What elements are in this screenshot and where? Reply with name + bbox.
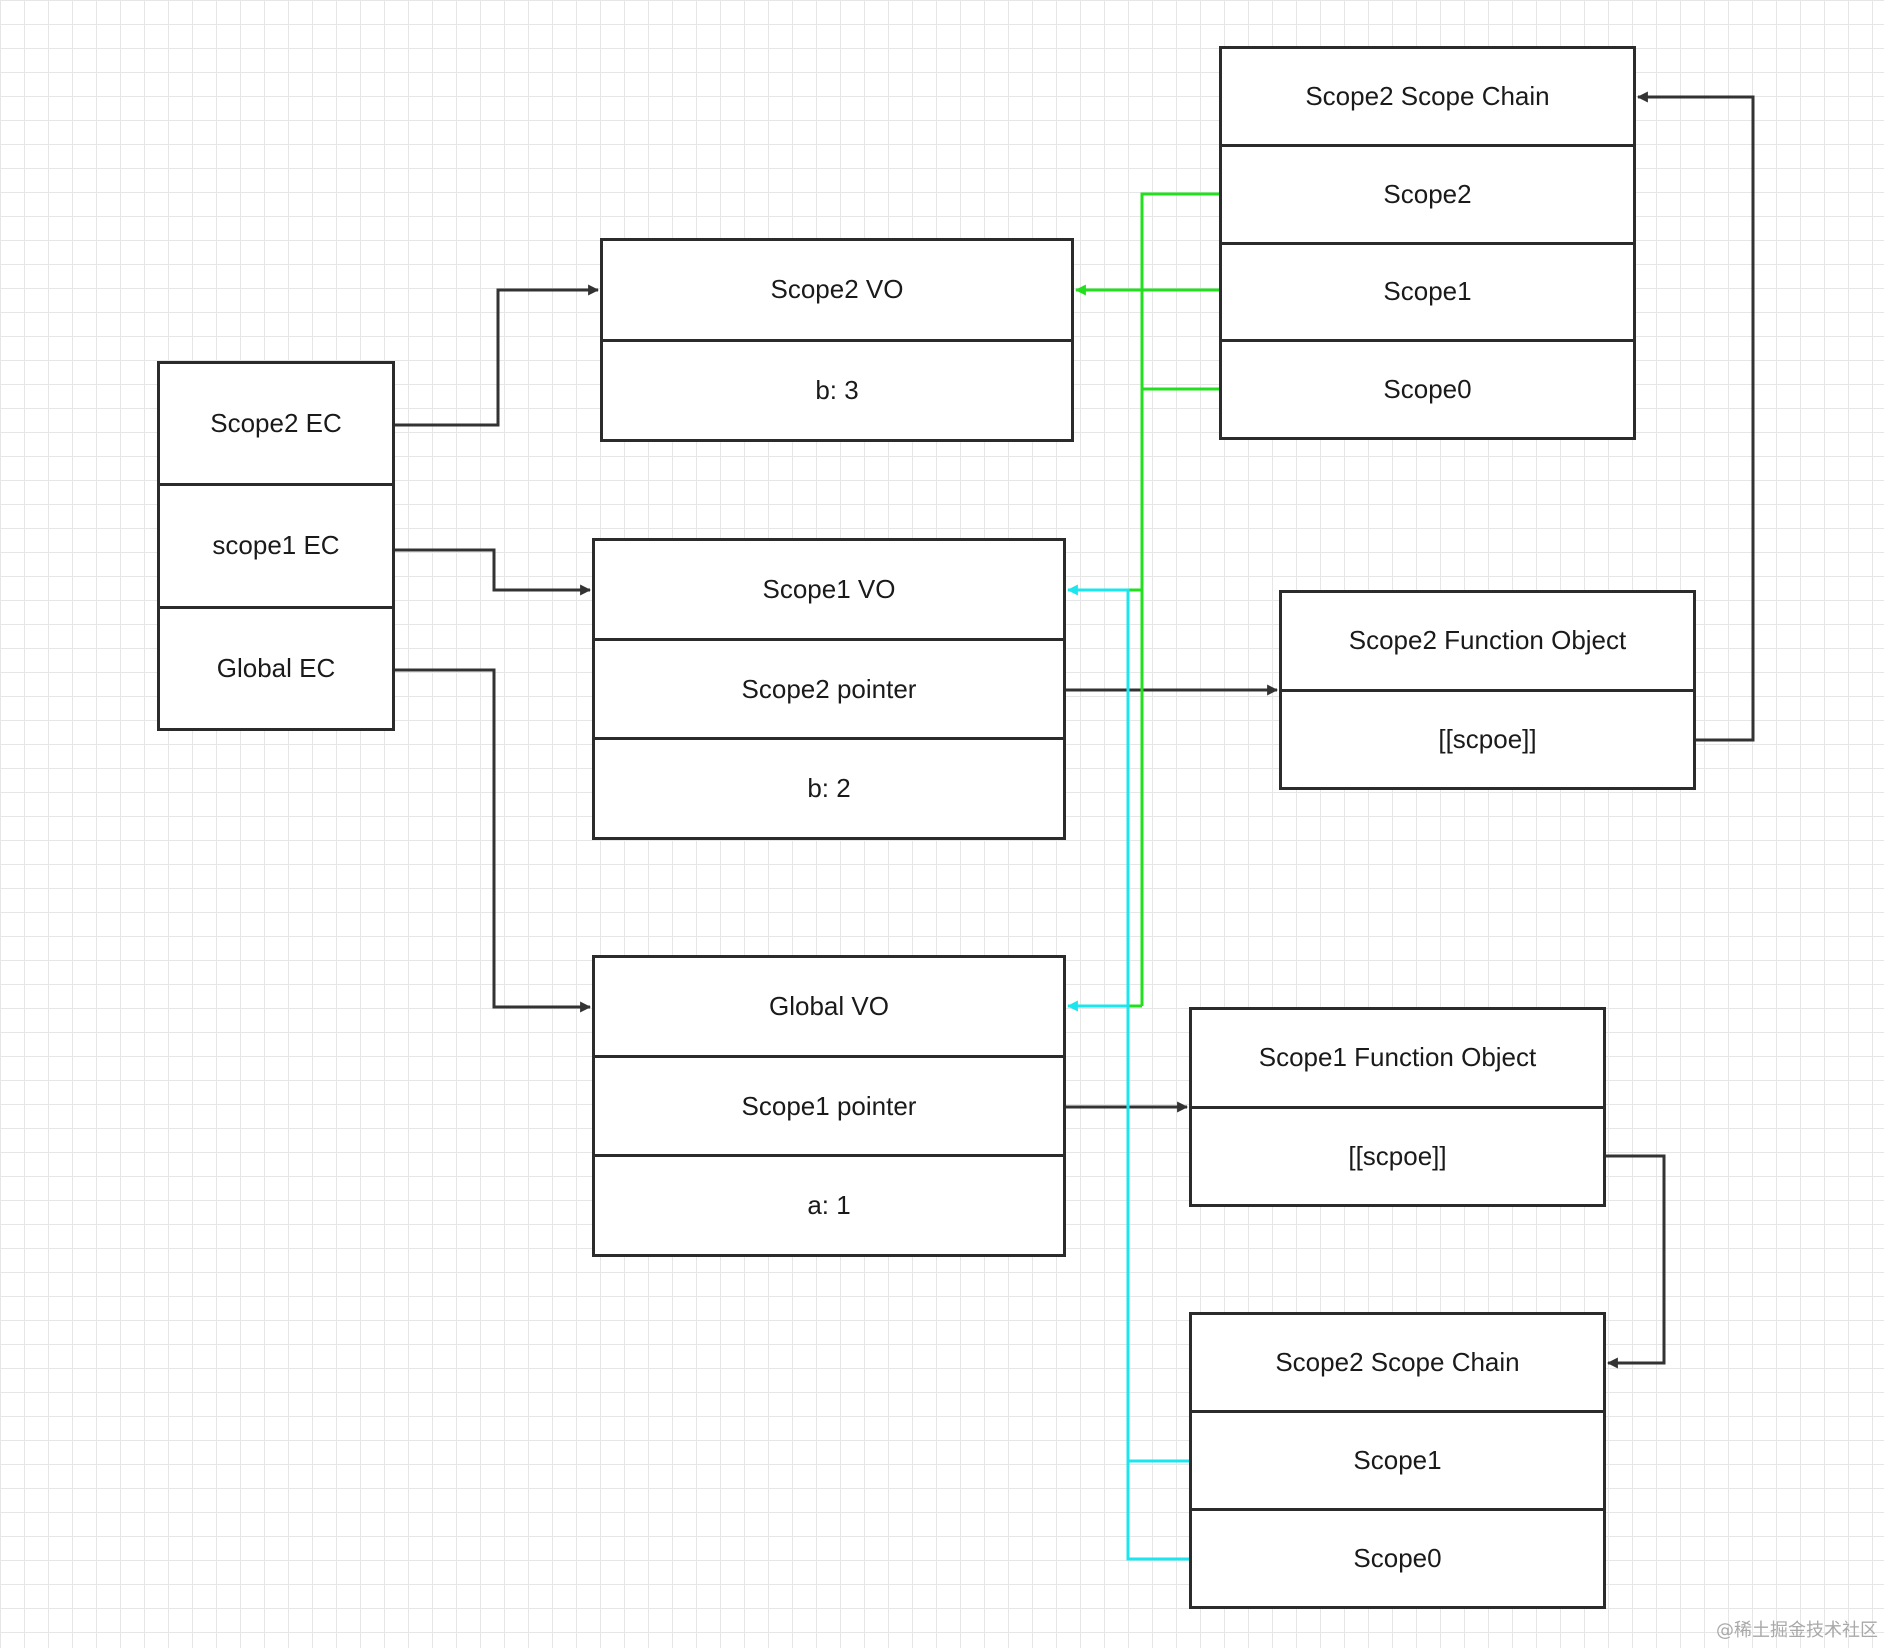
scope1-chain-item-scope1: Scope1 bbox=[1192, 1410, 1603, 1508]
arrow-scope1-ec-to-scope1-vo bbox=[395, 548, 592, 596]
scope2-function-title: Scope2 Function Object bbox=[1348, 625, 1627, 656]
scope1-function-object: Scope1 Function Object [[scpoe]] bbox=[1189, 1007, 1606, 1207]
scope2-function-scope: [[scpoe]] bbox=[1282, 688, 1693, 788]
scope2-chain-item-scope0: Scope0 bbox=[1222, 339, 1633, 437]
arrow-global-ec-to-global-vo bbox=[395, 668, 592, 1013]
arrow-scope2-ec-to-scope2-vo bbox=[395, 284, 600, 427]
scope2-chain-item-scope2: Scope2 bbox=[1222, 143, 1633, 242]
scope1-ec: scope1 EC bbox=[160, 483, 392, 605]
global-vo-title: Global VO bbox=[769, 990, 889, 1021]
cyan-link-scope0 bbox=[1066, 1000, 1189, 1561]
scope2-vo-title: Scope2 VO bbox=[770, 274, 904, 305]
scope2-chain-item-scope1: Scope1 bbox=[1222, 241, 1633, 340]
green-link-scope2 bbox=[1140, 192, 1219, 1006]
arrow-scope1-function-scope-to-chain bbox=[1606, 1154, 1666, 1369]
scope2-scope-chain: Scope2 Scope Chain Scope2 Scope1 Scope0 bbox=[1219, 46, 1636, 440]
scope2-ec: Scope2 EC bbox=[210, 408, 342, 439]
scope1-chain-item-scope0: Scope0 bbox=[1192, 1508, 1603, 1606]
global-vo: Global VO Scope1 pointer a: 1 bbox=[592, 955, 1066, 1257]
scope1-chain-title: Scope2 Scope Chain bbox=[1275, 1347, 1520, 1377]
execution-context-stack: Scope2 EC scope1 EC Global EC bbox=[157, 361, 395, 731]
scope1-scope-chain: Scope2 Scope Chain Scope1 Scope0 bbox=[1189, 1312, 1606, 1609]
global-ec: Global EC bbox=[160, 605, 392, 728]
scope2-vo: Scope2 VO b: 3 bbox=[600, 238, 1074, 442]
scope2-vo-var-b: b: 3 bbox=[603, 338, 1071, 440]
scope1-function-scope: [[scpoe]] bbox=[1192, 1105, 1603, 1205]
arrow-scope2-function-scope-to-chain bbox=[1636, 91, 1755, 742]
watermark: @稀土掘金技术社区 bbox=[1716, 1620, 1878, 1641]
scope1-vo: Scope1 VO Scope2 pointer b: 2 bbox=[592, 538, 1066, 840]
global-vo-scope1-pointer: Scope1 pointer bbox=[595, 1054, 1063, 1155]
scope1-vo-scope2-pointer: Scope2 pointer bbox=[595, 637, 1063, 738]
scope2-function-object: Scope2 Function Object [[scpoe]] bbox=[1279, 590, 1696, 790]
scope1-vo-var-b: b: 2 bbox=[595, 737, 1063, 837]
scope1-vo-title: Scope1 VO bbox=[762, 573, 896, 604]
global-vo-var-a: a: 1 bbox=[595, 1154, 1063, 1254]
scope2-chain-title: Scope2 Scope Chain bbox=[1305, 80, 1550, 111]
scope1-function-title: Scope1 Function Object bbox=[1258, 1042, 1537, 1073]
